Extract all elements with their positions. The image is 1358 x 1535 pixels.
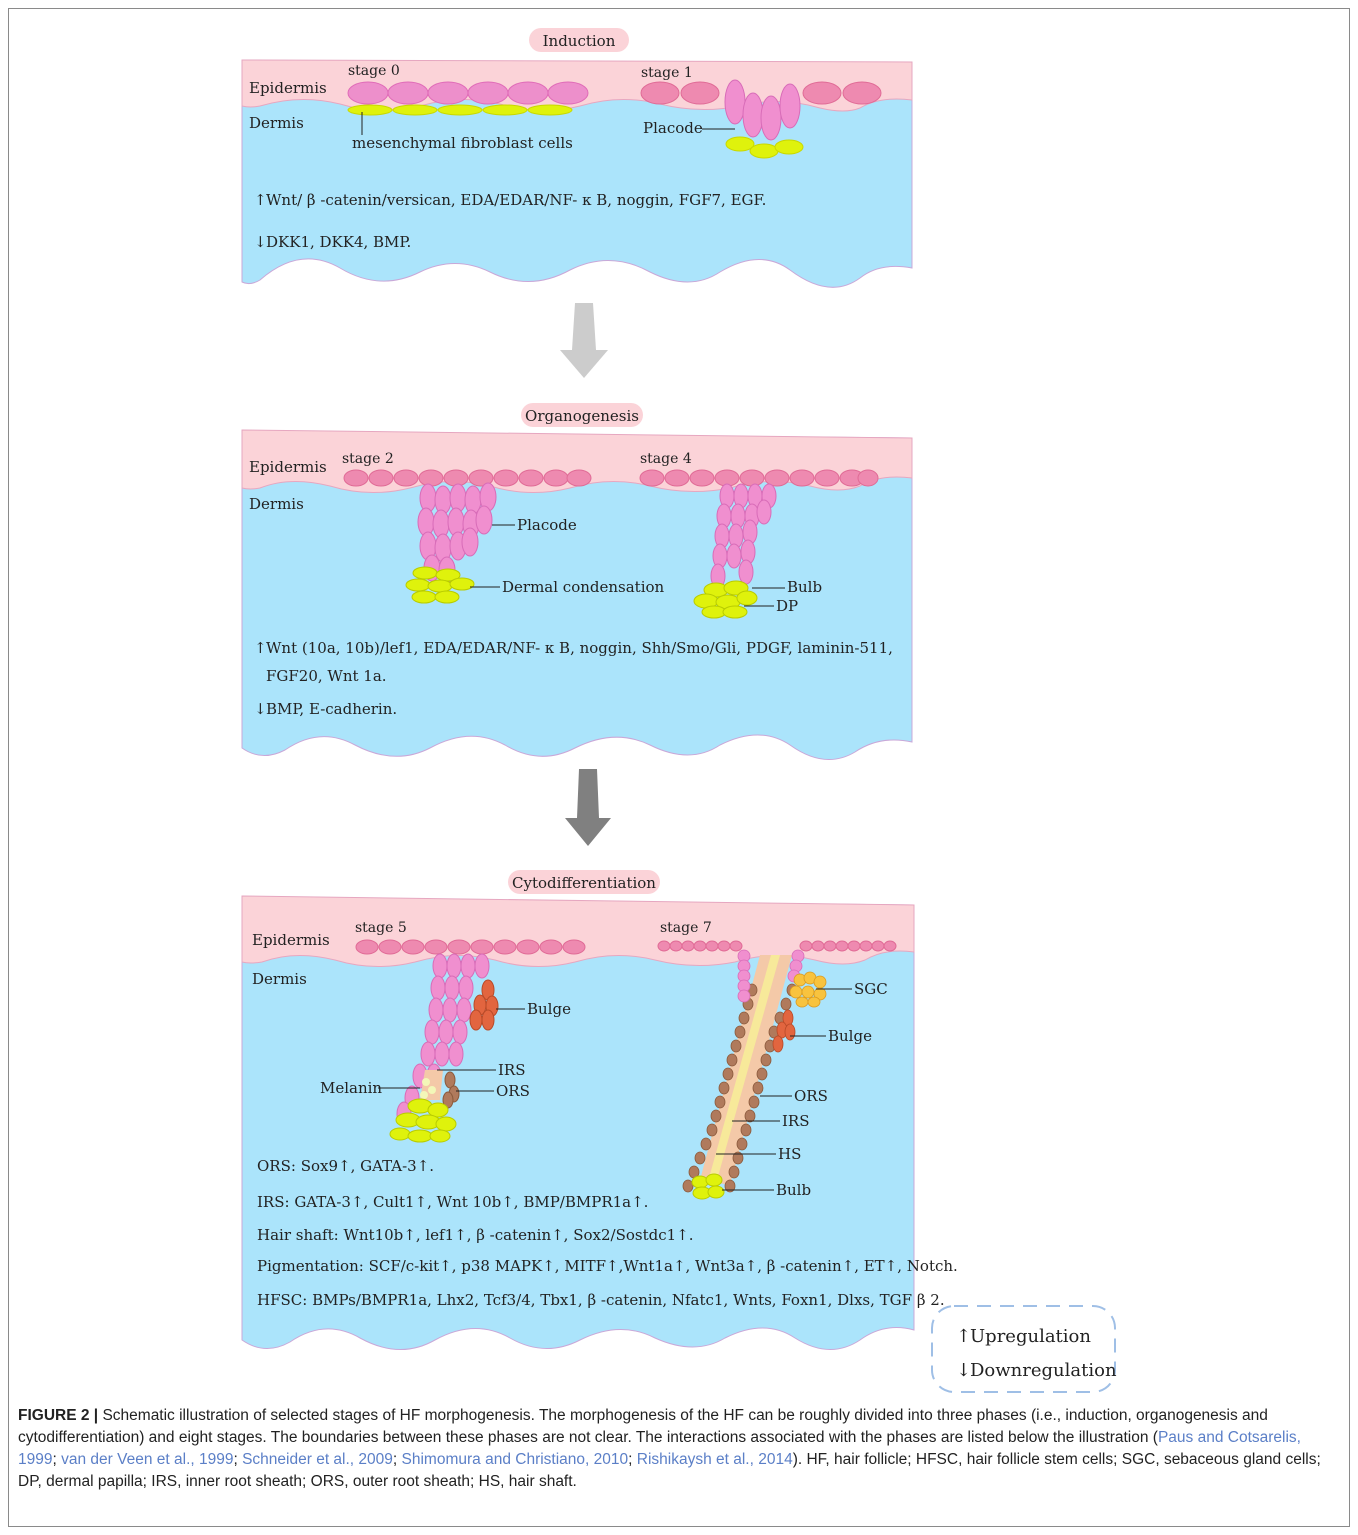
down-arrow-glyph: ↓ bbox=[254, 700, 267, 718]
ors-regulation-line: ORS: Sox9↑, GATA-3↑. bbox=[257, 1157, 434, 1175]
dermis-cytodifferentiation bbox=[241, 897, 915, 1350]
legend-up-label: Upregulation bbox=[970, 1326, 1091, 1347]
stage-7-label: stage 7 bbox=[660, 920, 712, 936]
stage-4-label: stage 4 bbox=[640, 451, 692, 467]
callout-mesenchymal: mesenchymal fibroblast cells bbox=[352, 134, 573, 152]
down-arrow-glyph: ↓ bbox=[956, 1360, 971, 1381]
dermis-label: Dermis bbox=[249, 114, 304, 132]
epidermis-label: Epidermis bbox=[249, 79, 327, 97]
up-arrow-glyph: ↑ bbox=[956, 1326, 971, 1347]
transition-arrow-light bbox=[560, 303, 608, 378]
callout-bulb-stage-7: Bulb bbox=[776, 1181, 811, 1199]
stage-5-epidermal-cells bbox=[355, 939, 586, 955]
dermal-condensation bbox=[405, 566, 475, 604]
caption-lead: FIGURE 2 | bbox=[18, 1407, 99, 1424]
callout-ors-stage-7: ORS bbox=[794, 1087, 828, 1105]
callout-placode-stage-1: Placode bbox=[643, 119, 703, 137]
up-arrow-glyph: ↑ bbox=[254, 639, 267, 657]
organogenesis-panel: Organogenesis Epidermis Dermis stage 2 s… bbox=[241, 403, 913, 761]
legend: ↑ Upregulation ↓ Downregulation bbox=[931, 1305, 1117, 1393]
ors-stage-5 bbox=[442, 1071, 460, 1109]
dermis-label: Dermis bbox=[252, 970, 307, 988]
epidermis-label: Epidermis bbox=[249, 458, 327, 476]
pigmentation-regulation-line: Pigmentation: SCF/c-kit↑, p38 MAPK↑, MIT… bbox=[257, 1257, 958, 1275]
callout-bulb-stage-4: Bulb bbox=[787, 578, 822, 596]
induction-up-line: Wnt/ β -catenin/versican, EDA/EDAR/NF- κ… bbox=[266, 191, 766, 209]
induction-panel: Induction Epidermis Dermis stage 0 stage… bbox=[241, 28, 913, 288]
callout-dermal-condensation: Dermal condensation bbox=[502, 578, 665, 596]
callout-bulge-stage-5: Bulge bbox=[527, 1000, 571, 1018]
induction-down-line: DKK1, DKK4, BMP. bbox=[266, 233, 411, 251]
figure-caption: FIGURE 2 | Schematic illustration of sel… bbox=[18, 1407, 1321, 1490]
phase-pill-induction bbox=[529, 28, 629, 52]
follicle-stage-4 bbox=[710, 483, 777, 589]
placode-cells-stage-2 bbox=[417, 482, 497, 584]
hair-shaft-regulation-line: Hair shaft: Wnt10b↑, lef1↑, β -catenin↑,… bbox=[257, 1226, 694, 1244]
irs-regulation-line: IRS: GATA-3↑, Cult1↑, Wnt 10b↑, BMP/BMPR… bbox=[257, 1193, 648, 1211]
stage-1-label: stage 1 bbox=[641, 65, 693, 81]
citation-link[interactable]: van der Veen et al., 1999 bbox=[61, 1451, 234, 1468]
dermal-papilla-stage-5 bbox=[389, 1098, 457, 1143]
callout-placode-stage-2: Placode bbox=[517, 516, 577, 534]
stage-2-epidermal-cells bbox=[343, 469, 592, 487]
callout-melanin: Melanin bbox=[320, 1079, 382, 1097]
callout-dp-stage-4: DP bbox=[776, 597, 798, 615]
phase-pill-cytodifferentiation bbox=[508, 870, 660, 894]
organogenesis-up-line: Wnt (10a, 10b)/lef1, EDA/EDAR/NF- κ B, n… bbox=[266, 639, 893, 657]
organogenesis-up-line-cont: FGF20, Wnt 1a. bbox=[266, 667, 387, 685]
down-arrow-glyph: ↓ bbox=[254, 233, 267, 251]
callout-sgc: SGC bbox=[854, 980, 888, 998]
epidermis-label: Epidermis bbox=[252, 931, 330, 949]
placode-cells-stage-1 bbox=[724, 79, 801, 141]
melanin-stage-5 bbox=[420, 1078, 436, 1099]
follicle-stage-5 bbox=[396, 953, 490, 1127]
phase-label-cytodifferentiation: Cytodifferentiation bbox=[512, 874, 656, 892]
organogenesis-down-line: BMP, E-cadherin. bbox=[266, 700, 397, 718]
stage-1-epidermal-cells bbox=[640, 81, 882, 105]
stage-4-epidermal-cells bbox=[639, 469, 879, 487]
cytodifferentiation-panel: Cytodifferentiation Epidermis Dermis sta… bbox=[241, 870, 958, 1350]
callout-irs-stage-7: IRS bbox=[782, 1112, 810, 1130]
stage-0-label: stage 0 bbox=[348, 63, 400, 79]
callout-hs: HS bbox=[778, 1145, 801, 1163]
hair-shaft-stage-7 bbox=[709, 955, 780, 1180]
hfsc-regulation-line: HFSC: BMPs/BMPR1a, Lhx2, Tcf3/4, Tbx1, β… bbox=[257, 1291, 945, 1309]
phase-label-induction: Induction bbox=[543, 32, 616, 50]
legend-box bbox=[931, 1305, 1116, 1393]
caption-tail: ). HF, hair follicle; HFSC, hair follicl… bbox=[18, 1451, 1321, 1490]
up-arrow-glyph: ↑ bbox=[254, 191, 267, 209]
dermal-papilla-stage-4 bbox=[693, 580, 758, 619]
epidermis-cytodifferentiation bbox=[241, 895, 915, 967]
stage-5-label: stage 5 bbox=[355, 920, 407, 936]
stage-0-epidermal-cells bbox=[347, 81, 589, 105]
ors-stage-7 bbox=[682, 983, 798, 1193]
hf-morphogenesis-diagram: Induction Epidermis Dermis stage 0 stage… bbox=[241, 28, 1117, 1393]
citation-link[interactable]: Shimomura and Christiano, 2010 bbox=[401, 1451, 629, 1468]
figure-frame bbox=[8, 8, 1350, 1527]
transition-arrow-dark bbox=[565, 769, 611, 846]
citation-link[interactable]: Paus and Cotsarelis, 1999 bbox=[18, 1429, 1301, 1468]
fibroblast-stage-1 bbox=[725, 136, 804, 159]
citation-link[interactable]: Rishikaysh et al., 2014 bbox=[636, 1451, 793, 1468]
phase-label-organogenesis: Organogenesis bbox=[525, 407, 639, 425]
citation-link[interactable]: Schneider et al., 2009 bbox=[242, 1451, 393, 1468]
legend-down-label: Downregulation bbox=[970, 1360, 1117, 1381]
dermal-papilla-stage-7 bbox=[691, 1173, 725, 1200]
callout-irs-stage-5: IRS bbox=[498, 1061, 526, 1079]
caption-text: Schematic illustration of selected stage… bbox=[18, 1407, 1268, 1446]
sgc-stage-7 bbox=[789, 971, 827, 1008]
phase-pill-organogenesis bbox=[521, 403, 643, 427]
stage-7-epidermal-cells bbox=[657, 940, 897, 952]
callout-ors-stage-5: ORS bbox=[496, 1082, 530, 1100]
upper-follicle-stage-7 bbox=[737, 949, 805, 1003]
stage-2-label: stage 2 bbox=[342, 451, 394, 467]
dermis-label: Dermis bbox=[249, 495, 304, 513]
callout-bulge-stage-7: Bulge bbox=[828, 1027, 872, 1045]
bulge-stage-5 bbox=[469, 979, 499, 1031]
mesenchymal-fibroblast-cells bbox=[347, 104, 573, 116]
